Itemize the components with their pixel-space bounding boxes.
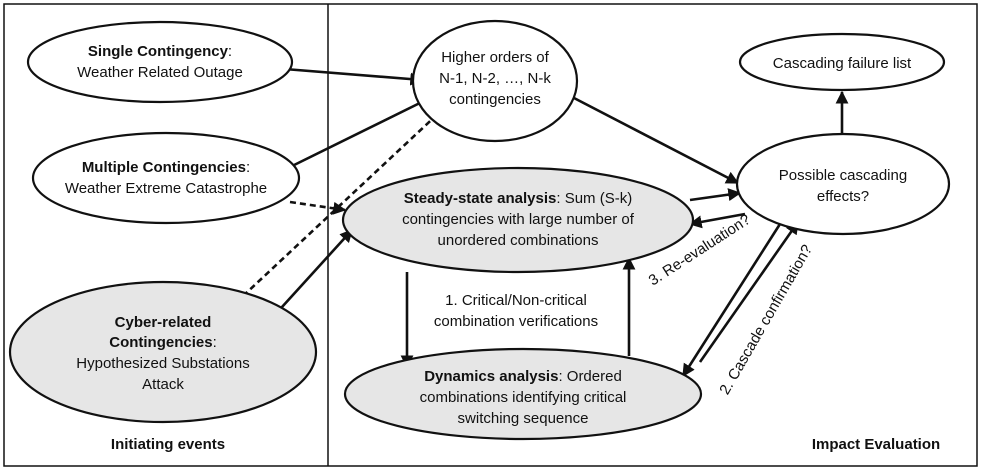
cyber-line4: Attack (142, 376, 184, 393)
cyber-line2: Contingencies: (109, 334, 217, 351)
edge-multiple-to-higher (283, 96, 432, 172)
node-dynamics (343, 347, 703, 441)
edge-dynamics-to-possible (698, 220, 800, 363)
node-higher-orders (411, 19, 579, 143)
cascade-confirmation-label: 2. Cascade confirmation? (716, 242, 816, 398)
critical-verification-line1: 1. Critical/Non-critical (445, 292, 587, 309)
node-cyber-contingencies (8, 280, 318, 424)
outer-frame (3, 3, 978, 467)
multiple-contingencies-line1: Multiple Contingencies: (82, 159, 250, 176)
steady-line3: unordered combinations (438, 232, 599, 249)
dynamics-line1: Dynamics analysis: Ordered (424, 368, 622, 385)
dynamics-line2: combinations identifying critical (420, 389, 627, 406)
impact-evaluation-title: Impact Evaluation (812, 436, 940, 453)
node-cascading-failure-list (738, 32, 946, 92)
edge-higher-to-possible (573, 96, 740, 185)
node-single-contingency (26, 20, 294, 104)
node-steady-state (341, 166, 695, 274)
possible-line1: Possible cascading (779, 167, 907, 184)
edge-single-to-higher (271, 66, 424, 86)
edge-steady-to-possible (689, 188, 742, 202)
multiple-contingencies-line2: Weather Extreme Catastrophe (65, 180, 267, 197)
single-contingency-line2: Weather Related Outage (77, 64, 243, 81)
edge-possible-to-dynamics (681, 223, 782, 378)
dynamics-line3: switching sequence (458, 410, 589, 427)
edge-multiple-to-steady-dashed (289, 200, 347, 215)
single-contingency-line1: Single Contingency: (88, 43, 232, 60)
higher-line1: Higher orders of (441, 49, 549, 66)
edge-cyber-to-steady (271, 229, 353, 319)
higher-line3: contingencies (449, 91, 541, 108)
possible-line2: effects? (817, 188, 869, 205)
initiating-events-title: Initiating events (111, 436, 225, 453)
cyber-line3: Hypothesized Substations (76, 355, 249, 372)
higher-line2: N-1, N-2, …, N-k (439, 70, 551, 87)
edge-possible-to-steady (688, 212, 746, 229)
cyber-line1: Cyber-related (115, 314, 212, 331)
edge-cyber-to-higher-dashed (242, 109, 443, 297)
node-multiple-contingencies (31, 131, 301, 225)
cascading-failure-list-label: Cascading failure list (773, 55, 912, 72)
node-possible-cascading (735, 132, 951, 236)
critical-verification-line2: combination verifications (434, 313, 598, 330)
steady-line2: contingencies with large number of (402, 211, 635, 228)
steady-line1: Steady-state analysis: Sum (S-k) (404, 190, 632, 207)
